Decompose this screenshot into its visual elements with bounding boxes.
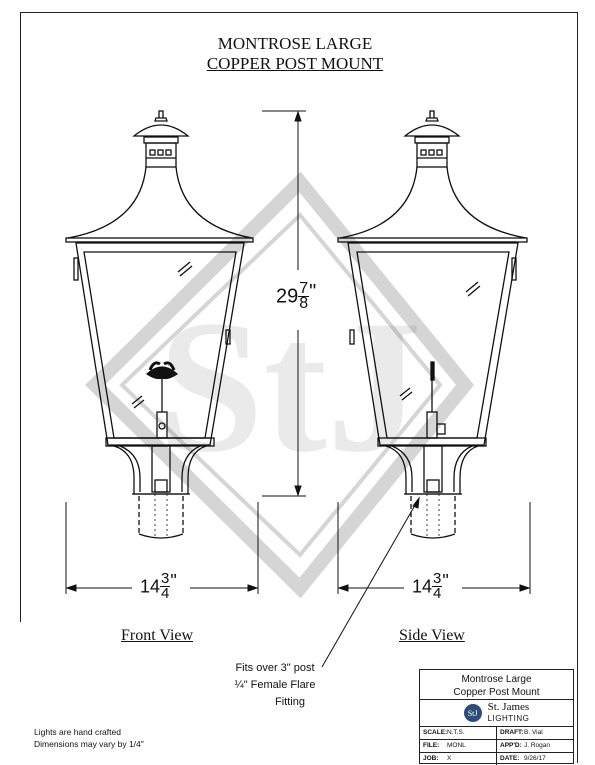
- width-whole-front: 14: [140, 576, 161, 597]
- width-unit-side: ": [442, 571, 449, 591]
- width-unit-front: ": [170, 571, 177, 591]
- title-line-1: MONTROSE LARGE: [217, 34, 373, 53]
- job-key: JOB:: [423, 755, 439, 762]
- height-dimension-line: [262, 110, 306, 497]
- project-line-2: Copper Post Mount: [453, 687, 540, 698]
- file-key: FILE:: [423, 742, 440, 749]
- title-block-row: JOB: X DATE: 9/26/17: [420, 753, 573, 765]
- draft-value: B. Vial: [524, 729, 543, 736]
- width-dimension-front: [65, 502, 259, 594]
- title-block-row: FILE: MONL APP'D:J. Rogan: [420, 740, 573, 753]
- fitting-note: Fits over 3" post ¼" Female Flare Fittin…: [220, 660, 330, 711]
- width-denominator-front: 4: [161, 585, 170, 602]
- scale-value: N.T.S.: [447, 729, 465, 736]
- footnote-line-1: Lights are hand crafted: [34, 727, 121, 737]
- fitting-note-line-3: Fitting: [275, 696, 305, 708]
- front-view-label: Front View: [121, 627, 194, 644]
- company-name-sub: LIGHTING: [487, 714, 530, 723]
- sheet-border: [20, 12, 578, 763]
- draft-key: DRAFT:: [500, 729, 524, 736]
- company-name: St. James LIGHTING: [488, 702, 530, 724]
- job-value: X: [447, 755, 452, 762]
- title-block: Montrose Large Copper Post Mount StJ St.…: [419, 669, 574, 765]
- height-numerator: 7: [298, 280, 310, 297]
- width-numerator-front: 3: [160, 570, 171, 587]
- date-value: 9/26/17: [524, 755, 546, 762]
- side-view-label: Side View: [399, 627, 465, 644]
- width-numerator-side: 3: [432, 570, 443, 587]
- width-denominator-side: 4: [433, 585, 442, 602]
- footnote: Lights are hand crafted Dimensions may v…: [34, 726, 144, 750]
- width-dimension-side: [337, 502, 531, 594]
- fitting-note-line-1: Fits over 3" post: [235, 662, 315, 674]
- approved-key: APP'D:: [500, 742, 522, 749]
- side-view-lantern: [337, 110, 528, 539]
- sheet-border-left: [20, 12, 21, 622]
- title-block-row: SCALE:N.T.S. DRAFT:B. Vial: [420, 727, 573, 740]
- height-unit: ": [309, 281, 317, 303]
- height-whole: 29: [276, 285, 299, 308]
- watermark-text: StJ: [158, 282, 422, 492]
- drawing-title: MONTROSE LARGE COPPER POST MOUNT: [160, 34, 430, 74]
- date-key: DATE:: [500, 755, 520, 762]
- footnote-line-2: Dimensions may vary by 1/4": [34, 739, 144, 749]
- width-whole-side: 14: [412, 576, 433, 597]
- approved-value: J. Rogan: [524, 742, 551, 749]
- title-line-2: COPPER POST MOUNT: [206, 54, 384, 73]
- title-block-project: Montrose Large Copper Post Mount: [420, 670, 573, 700]
- watermark-logo: [85, 171, 475, 599]
- scale-key: SCALE:: [423, 729, 448, 736]
- fitting-leader-line: [321, 496, 420, 668]
- file-value: MONL: [447, 742, 466, 749]
- title-block-company: StJ St. James LIGHTING: [420, 700, 573, 727]
- fitting-note-line-2: ¼" Female Flare: [234, 679, 316, 691]
- company-name-main: St. James: [487, 701, 530, 713]
- company-logo-icon: StJ: [463, 704, 482, 722]
- project-line-1: Montrose Large: [461, 674, 532, 685]
- front-view-lantern: [65, 110, 254, 539]
- height-denominator: 8: [299, 295, 309, 312]
